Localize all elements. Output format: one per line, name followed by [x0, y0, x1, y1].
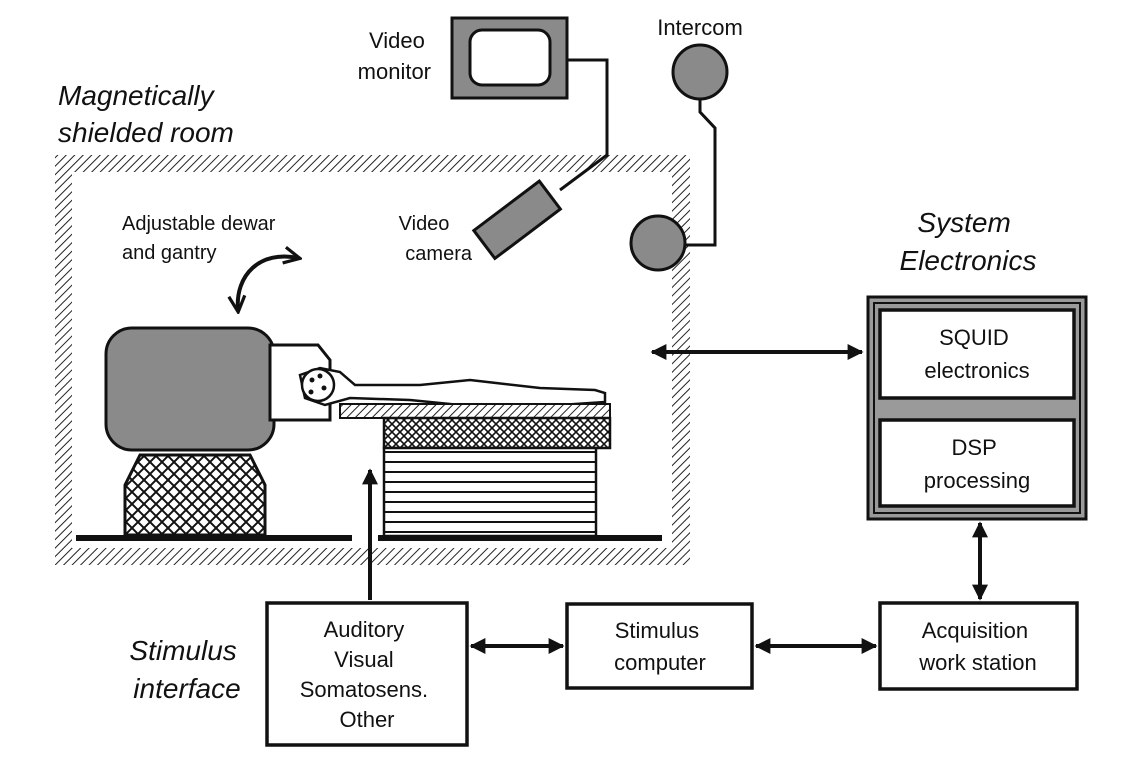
patient	[298, 366, 607, 409]
squid-label: SQUID electronics	[924, 325, 1029, 383]
system-electronics-label: System Electronics	[900, 207, 1037, 276]
dewar-label: Adjustable dewar and gantry	[122, 213, 281, 264]
stimulus-types-label: Auditory Visual Somatosens. Other	[300, 617, 435, 732]
stimulus-types-box	[265, 601, 469, 747]
acquisition-label: Acquisition work station	[918, 618, 1036, 675]
adjust-arrow	[238, 257, 298, 310]
intercom-speaker-inside	[629, 214, 687, 272]
video-camera	[471, 179, 563, 261]
intercom-label: Intercom	[657, 15, 743, 40]
patient-bed	[339, 403, 612, 538]
video-monitor	[450, 16, 569, 100]
intercom-cable	[686, 99, 717, 247]
system-electronics-cabinet	[866, 295, 1088, 521]
video-camera-label: Video camera	[399, 213, 473, 265]
dsp-label: DSP processing	[924, 435, 1030, 493]
monitor-cable	[559, 58, 609, 192]
intercom-speaker-outside	[671, 43, 729, 101]
video-monitor-label: Video monitor	[358, 28, 431, 84]
dewar-gantry	[104, 326, 332, 537]
acquisition-box	[878, 601, 1079, 691]
room-label: Magnetically shielded room	[58, 80, 234, 148]
stimulus-computer-box	[565, 602, 754, 690]
stimulus-interface-label: Stimulus interface	[129, 635, 244, 704]
stimulus-computer-label: Stimulus computer	[614, 618, 706, 675]
